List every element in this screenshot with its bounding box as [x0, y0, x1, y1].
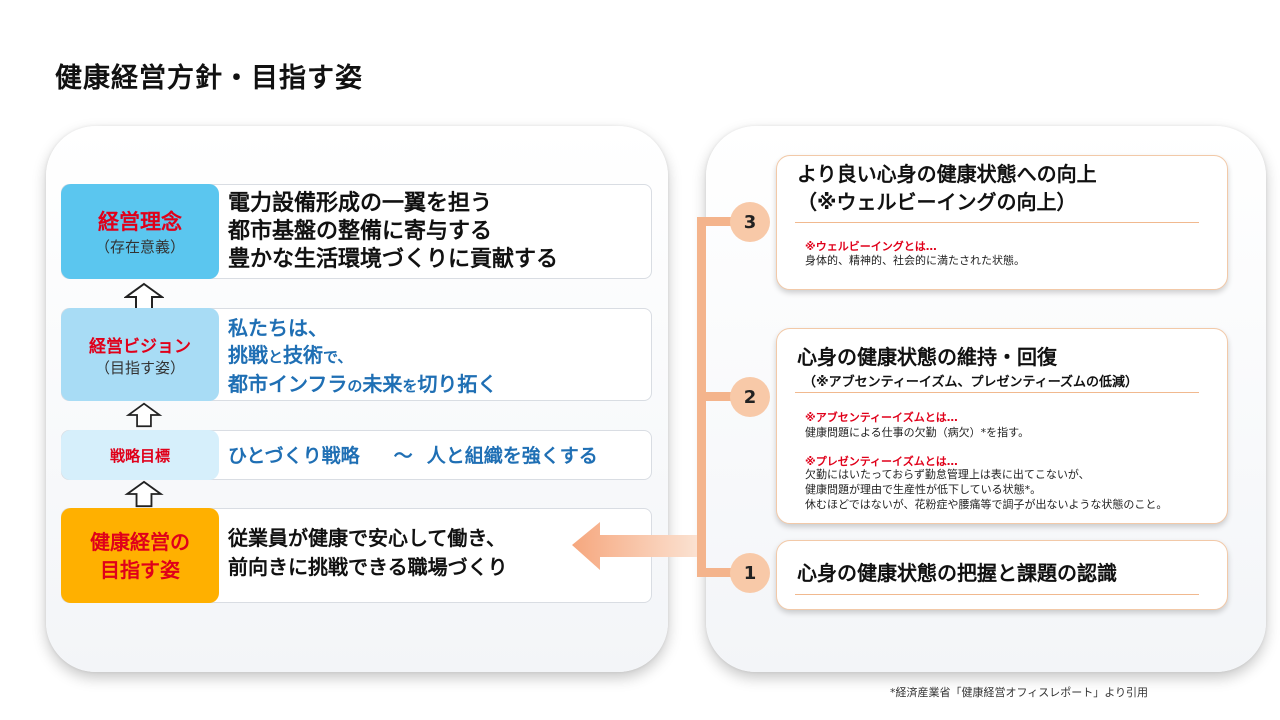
card2-subtitle: （※アブセンティーイズム、プレゼンティーズムの低減）	[803, 375, 1139, 390]
health-line-2: 前向きに挑戦できる職場づくり	[228, 555, 508, 579]
card3-title: より良い心身の健康状態への向上 （※ウェルビーイングの向上）	[797, 160, 1097, 216]
card2-note2-heading: ※プレゼンティーイズムとは…	[805, 455, 958, 468]
card2-note2-line-2: 健康問題が理由で生産性が低下している状態*。	[805, 483, 1042, 496]
card1-divider	[795, 594, 1199, 595]
vision-word-pioneer: 切り拓く	[417, 372, 498, 396]
card3-note-heading: ※ウェルビーイングとは…	[805, 240, 937, 253]
card3-title-line-2: （※ウェルビーイングの向上）	[797, 190, 1077, 214]
card-wellbeing: より良い心身の健康状態への向上 （※ウェルビーイングの向上） ※ウェルビーイング…	[776, 155, 1228, 290]
health-line-1: 従業員が健康で安心して働き、	[228, 526, 506, 550]
strategy-goal: 人と組織を強くする	[426, 445, 598, 467]
page-title: 健康経営方針・目指す姿	[55, 63, 363, 94]
big-left-arrow-icon	[572, 522, 700, 570]
vision-particle-wo: を	[402, 377, 418, 395]
source-footnote: *経済産業省「健康経営オフィスレポート」より引用	[890, 686, 1149, 699]
vision-sub: （目指す姿）	[94, 358, 185, 377]
vision-word-future: 未来	[362, 372, 403, 396]
vision-particle-to: と	[268, 348, 284, 366]
card3-note-text: 身体的、精神的、社会的に満たされた状態。	[805, 254, 1025, 267]
card-assessment: 心身の健康状態の把握と課題の認識	[776, 540, 1228, 610]
vision-line-1: 私たちは、	[228, 316, 328, 340]
philosophy-label: 経営理念	[98, 210, 182, 234]
card2-note2-line-3: 休むほどではないが、花粉症や腰痛等で調子が出ないような状態のこと。	[805, 498, 1168, 511]
card3-title-line-1: より良い心身の健康状態への向上	[797, 162, 1097, 186]
health-text: 従業員が健康で安心して働き、 前向きに挑戦できる職場づくり	[228, 524, 508, 582]
vision-word-technology: 技術	[283, 343, 324, 367]
philosophy-text: 電力設備形成の一翼を担う 都市基盤の整備に寄与する 豊かな生活環境づくりに貢献す…	[228, 190, 558, 274]
health-label-box: 健康経営の 目指す姿	[61, 508, 219, 603]
vision-text: 私たちは、 挑戦と技術で、 都市インフラの未来を切り拓く	[228, 315, 497, 400]
strategy-label: 戦略目標	[109, 446, 170, 465]
vision-line-2: 挑戦と技術で、	[228, 342, 497, 371]
vision-label: 経営ビジョン	[89, 336, 191, 357]
step-1-badge: 1	[730, 553, 770, 593]
card1-title: 心身の健康状態の把握と課題の認識	[797, 561, 1117, 585]
up-arrow-icon	[125, 402, 163, 428]
card2-title: 心身の健康状態の維持・回復	[797, 345, 1057, 369]
philosophy-line-1: 電力設備形成の一翼を担う	[228, 191, 493, 216]
vision-label-box: 経営ビジョン （目指す姿）	[61, 308, 219, 401]
card-maintain-recover: 心身の健康状態の維持・回復 （※アブセンティーイズム、プレゼンティーズムの低減）…	[776, 328, 1228, 524]
up-arrow-icon	[124, 480, 164, 508]
health-label-line-2: 目指す姿	[100, 557, 180, 582]
vision-word-infra: 都市インフラ	[228, 372, 348, 396]
philosophy-line-3: 豊かな生活環境づくりに貢献する	[228, 247, 559, 272]
vision-particle-de: で、	[323, 348, 353, 366]
card2-note2-text: 欠勤にはいたっておらず勤怠管理上は表に出てこないが、 健康問題が理由で生産性が低…	[805, 467, 1167, 512]
health-label-line-1: 健康経営の	[90, 529, 190, 554]
strategy-label-box: 戦略目標	[61, 430, 219, 480]
step-3-badge: 3	[730, 202, 770, 242]
card2-divider	[795, 392, 1199, 393]
card2-note2-line-1: 欠勤にはいたっておらず勤怠管理上は表に出てこないが、	[805, 468, 1090, 481]
card2-note1-text: 健康問題による仕事の欠勤（病欠）*を指す。	[805, 426, 1030, 439]
vision-particle-no: の	[347, 377, 363, 395]
step-2-badge: 2	[730, 377, 770, 417]
vision-line-3: 都市インフラの未来を切り拓く	[228, 371, 497, 400]
philosophy-label-box: 経営理念 （存在意義）	[61, 184, 219, 279]
card3-divider	[795, 222, 1199, 223]
strategy-tilde: ～	[393, 445, 413, 467]
card2-note1-heading: ※アブセンティーイズムとは…	[805, 411, 958, 424]
vision-word-challenge: 挑戦	[228, 343, 268, 367]
strategy-name: ひとづくり戦略	[228, 445, 360, 467]
philosophy-sub: （存在意義）	[94, 238, 185, 256]
strategy-text: ひとづくり戦略 ～ 人と組織を強くする	[228, 441, 598, 468]
philosophy-line-2: 都市基盤の整備に寄与する	[228, 219, 493, 244]
